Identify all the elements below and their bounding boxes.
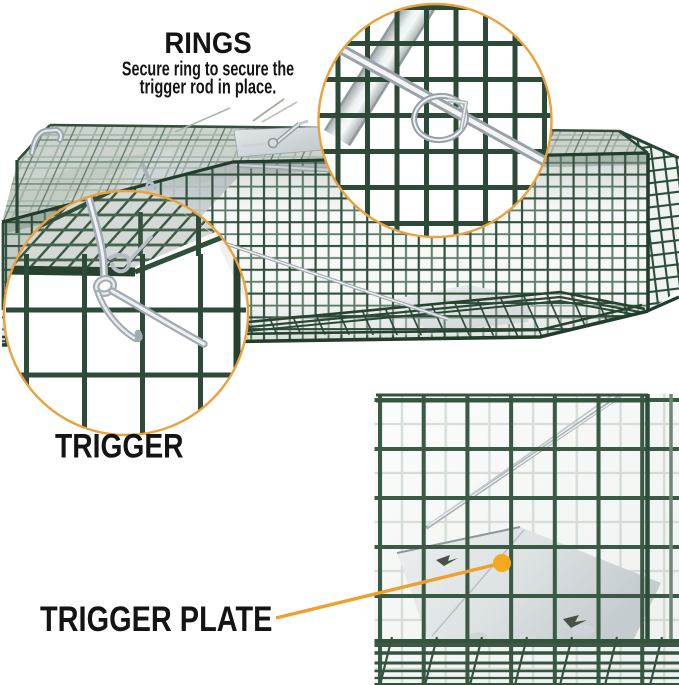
- svg-text:TRIGGER PLATE: TRIGGER PLATE: [40, 599, 272, 638]
- svg-text:trigger rod in place.: trigger rod in place.: [140, 75, 277, 98]
- svg-text:TRIGGER: TRIGGER: [55, 427, 184, 465]
- svg-text:Secure ring to secure the: Secure ring to secure the: [122, 57, 294, 80]
- svg-text:RINGS: RINGS: [164, 27, 251, 60]
